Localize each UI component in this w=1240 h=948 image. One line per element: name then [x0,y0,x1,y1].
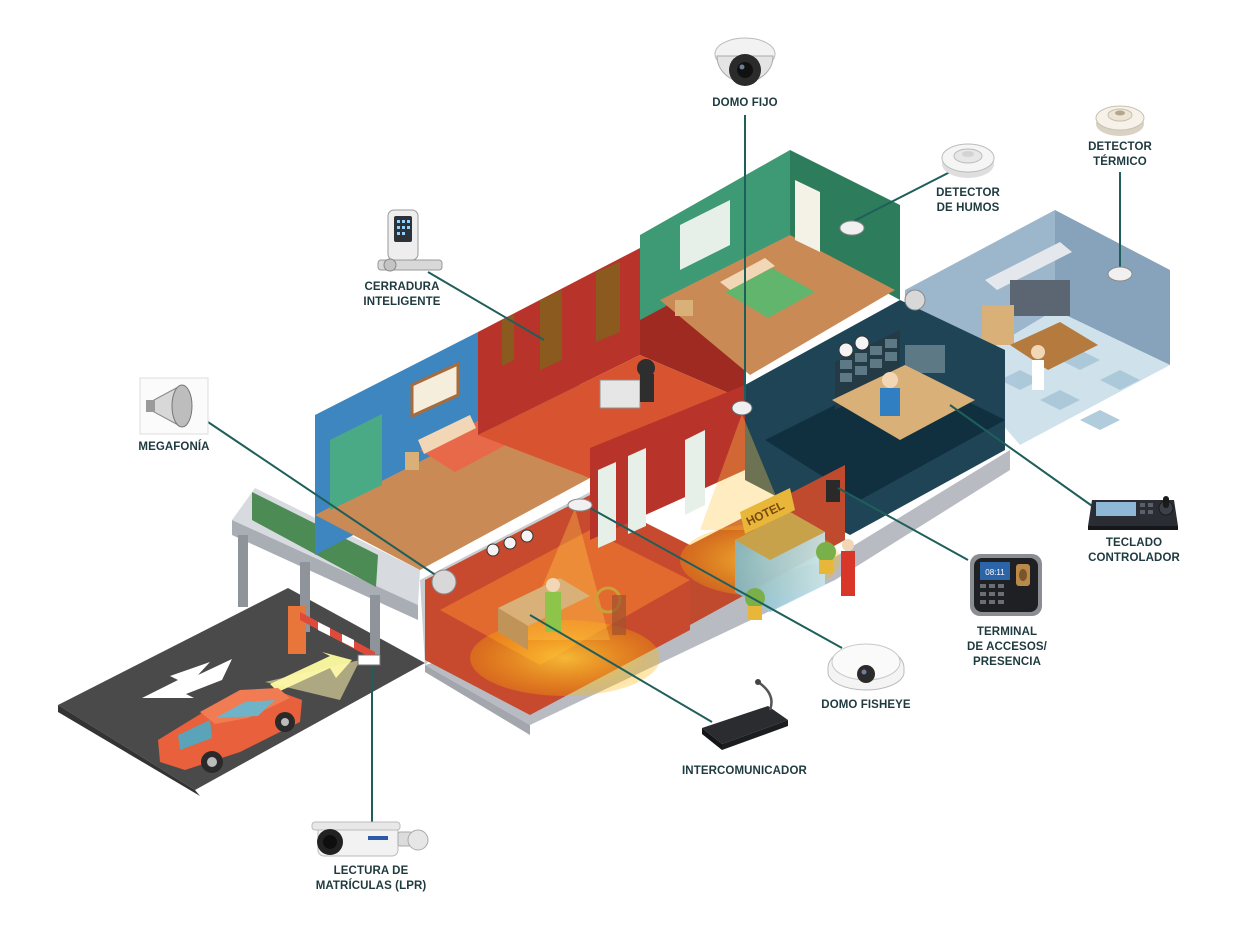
fisheye-camera-icon [827,643,905,691]
label-intercom: INTERCOMUNICADOR [682,765,807,777]
smart-lock-icon [377,209,443,272]
megaphone-icon [139,377,209,435]
line-cerradura [427,271,545,341]
line-detector-humos [851,171,951,223]
label-domo-fijo: DOMO FIJO [712,97,778,109]
lobby: HOTEL [425,385,855,715]
label-teclado: TECLADO CONTROLADOR [1088,537,1180,564]
dome-camera-icon [714,37,776,86]
intercom-icon [702,679,788,750]
label-terminal: TERMINAL DE ACCESOS/ PRESENCIA [967,626,1047,668]
bullet-camera-icon [311,821,429,857]
car [158,688,302,773]
label-fisheye: DOMO FISHEYE [821,699,911,711]
hotel-sign-plate [740,488,795,534]
label-megafonia: MEGAFONÍA [138,441,210,453]
keyboard-controller-icon [1088,496,1178,530]
label-cerradura: CERRADURA INTELIGENTE [363,281,441,308]
wall-terminal [826,480,840,502]
access-terminal-icon: 08:11 [970,554,1042,616]
exit-arrow [142,659,232,698]
heat-detector-icon [1095,105,1145,136]
control-room [745,300,1005,535]
smoke-detector-icon [941,143,995,178]
line-intercom [529,614,713,723]
label-lpr: LECTURA DE MATRÍCULAS (LPR) [315,865,427,892]
label-detector-humos: DETECTOR DE HUMOS [936,187,1000,214]
label-detector-termico: DETECTOR TÉRMICO [1088,141,1152,168]
terminal-clock: 08:11 [985,568,1005,577]
line-terminal [837,487,969,561]
line-megafonia [204,419,441,579]
line-fisheye [589,507,843,649]
in-scene-devices [357,220,1133,666]
line-teclado [949,404,1096,509]
driveway [58,588,425,796]
camera-beam [265,660,360,700]
connector-lines [204,115,1121,825]
